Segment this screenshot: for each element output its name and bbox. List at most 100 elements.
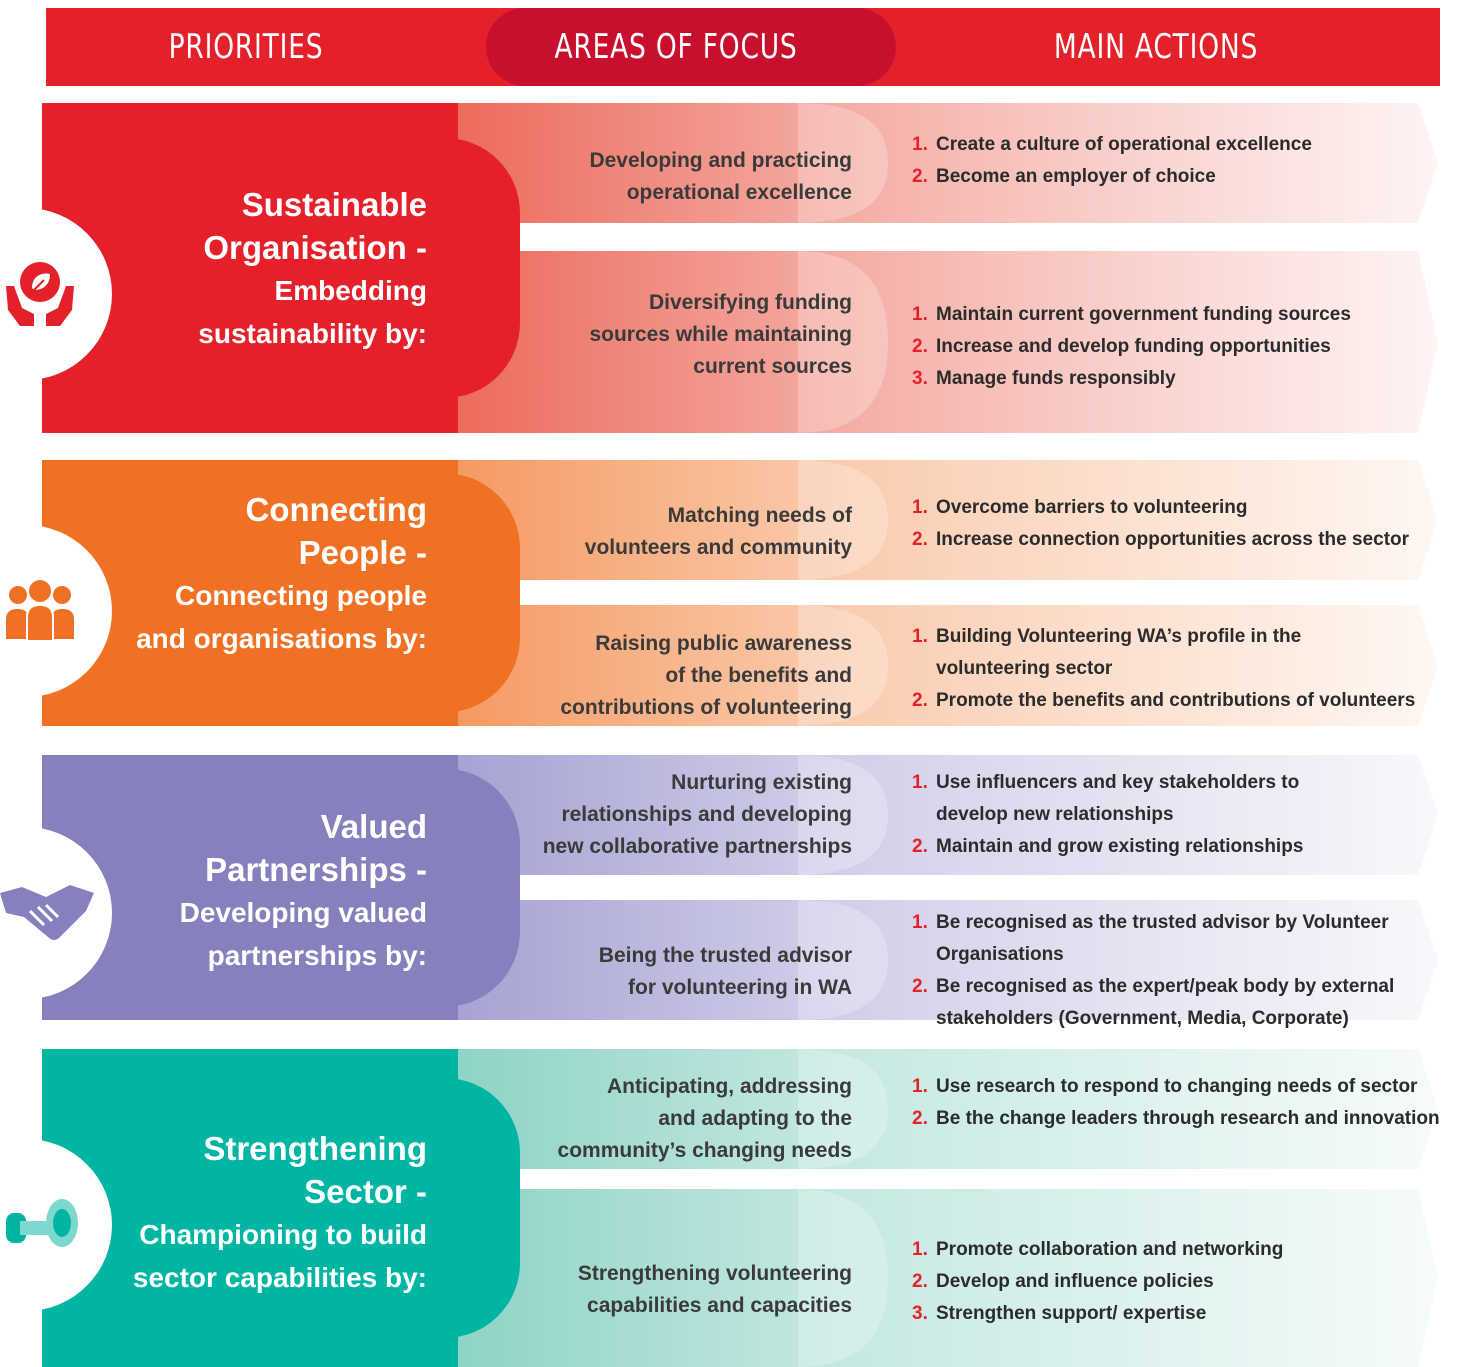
action-item: 1.Overcome barriers to volunteering — [912, 492, 1409, 524]
action-item: 1. Promote collaboration and networking — [912, 1234, 1283, 1266]
priority-heading-line: Connecting — [245, 491, 427, 528]
action-number: 3. — [912, 1303, 928, 1324]
header-areas-of-focus: AREAS OF FOCUS — [554, 27, 798, 67]
action-text: Organisations — [936, 944, 1064, 965]
focus-area-line: contributions of volunteering — [560, 696, 852, 719]
focus-area-line: new collaborative partnerships — [542, 835, 852, 858]
focus-area-line: community’s changing needs — [557, 1139, 852, 1162]
action-number: 2. — [912, 976, 928, 997]
focus-area-line: and adapting to the — [658, 1107, 852, 1130]
action-item: 1. Create a culture of operational excell… — [912, 129, 1312, 161]
action-item: 2.Promote the benefits and contributions… — [912, 685, 1415, 717]
focus-area-line: Nurturing existing — [671, 771, 852, 794]
focus-area-line: Raising public awareness — [595, 632, 852, 655]
focus-area-line: Being the trusted advisor — [598, 944, 852, 967]
action-text: volunteering sector — [936, 658, 1113, 679]
focus-area-line: of the benefits and — [665, 664, 852, 687]
action-text: Manage funds responsibly — [936, 368, 1176, 389]
focus-area-line: Strengthening volunteering — [577, 1262, 852, 1285]
band-arrow — [458, 251, 1438, 433]
action-number: 2. — [912, 1271, 928, 1292]
action-item: 2.Increase and develop funding opportuni… — [912, 331, 1351, 363]
action-item: 2. Develop and influence policies — [912, 1266, 1283, 1298]
action-item: 1. Maintain current government funding so… — [912, 299, 1351, 331]
action-text: Become an employer of choice — [936, 166, 1216, 187]
focus-area-text: Diversifying funding sources while mainta… — [460, 287, 852, 383]
header-bar: PRIORITIES AREAS OF FOCUS MAIN ACTIONS — [46, 8, 1440, 86]
action-item: 2.Be the change leaders through research… — [912, 1103, 1440, 1135]
priority-block — [42, 755, 458, 1020]
action-text: Be recognised as the expert/peak body by… — [936, 976, 1395, 997]
focus-area-line: for volunteering in WA — [628, 976, 852, 999]
action-text: Increase connection opportunities across… — [936, 529, 1410, 550]
priority-subheading-line: Developing valued — [179, 897, 427, 928]
focus-area-text: Being the trusted advisor for volunteerin… — [460, 940, 852, 1004]
focus-band — [458, 103, 1458, 223]
action-text: Use research to respond to changing need… — [936, 1076, 1418, 1097]
action-text: Promote collaboration and networking — [936, 1239, 1284, 1260]
priority-bump — [420, 473, 520, 713]
focus-area-line: volunteers and community — [584, 536, 852, 559]
header-priorities: PRIORITIES — [168, 27, 324, 67]
action-list: 1.Building Volunteering WA’s profile in … — [912, 621, 1415, 717]
band-arrow — [458, 103, 1438, 223]
action-text: Create a culture of operational excellen… — [936, 134, 1312, 155]
focus-band — [458, 605, 1458, 726]
action-item: stakeholders (Government, Media, Corpora… — [912, 1003, 1394, 1035]
action-number: 1. — [912, 912, 928, 933]
band-arrow — [458, 1189, 1438, 1367]
action-text: Promote the benefits and contributions o… — [936, 690, 1416, 711]
priority-subheading-line: and organisations by: — [136, 623, 427, 654]
priority-subheading-line: sector capabilities by: — [132, 1262, 427, 1293]
focus-band — [458, 1189, 1458, 1367]
action-number: 2. — [912, 836, 928, 857]
focus-band — [458, 1049, 1458, 1169]
handshake-icon — [0, 827, 112, 999]
focus-area-line: relationships and developing — [561, 803, 852, 826]
action-item: 1.Use research to respond to changing ne… — [912, 1071, 1440, 1103]
focus-area-line: Diversifying funding — [648, 291, 852, 314]
action-text: Use influencers and key stakeholders to — [936, 772, 1300, 793]
action-item: develop new relationships — [912, 799, 1303, 831]
action-number: 1. — [912, 626, 928, 647]
action-list: 1.Use research to respond to changing ne… — [912, 1071, 1440, 1135]
action-number: 1. — [912, 134, 928, 155]
action-item: 1. Use influencers and key stakeholders t… — [912, 767, 1303, 799]
action-text: Be recognised as the trusted advisor by … — [936, 912, 1389, 933]
action-item: 3.Manage funds responsibly — [912, 363, 1351, 395]
focus-area-line: sources while maintaining — [589, 323, 852, 346]
action-number: 1. — [912, 1239, 928, 1260]
action-number: 2. — [912, 1108, 928, 1129]
action-number: 2. — [912, 529, 928, 550]
priority-subheading-line: sustainability by: — [198, 318, 427, 349]
action-text: Maintain current government funding sour… — [936, 304, 1351, 325]
action-list: 1. Maintain current government funding so… — [912, 299, 1351, 395]
action-text: Strengthen support/ expertise — [936, 1303, 1207, 1324]
priority-block — [42, 1049, 458, 1367]
band-arrow — [458, 605, 1438, 726]
action-number: 2. — [912, 166, 928, 187]
action-text: Develop and influence policies — [936, 1271, 1214, 1292]
action-number: 1. — [912, 772, 928, 793]
action-item: Organisations — [912, 939, 1394, 971]
action-number: 1. — [912, 304, 928, 325]
focus-area-line: Developing and practicing — [589, 149, 852, 172]
priority-subheading-line: Championing to build — [139, 1219, 427, 1250]
action-list: 1. Use influencers and key stakeholders t… — [912, 767, 1303, 863]
action-item: volunteering sector — [912, 653, 1415, 685]
priority-block — [42, 460, 458, 726]
action-item: 2. Be recognised as the expert/peak body … — [912, 971, 1394, 1003]
priority-heading-line: Partnerships - — [205, 851, 427, 888]
focus-area-line: current sources — [693, 355, 852, 378]
header-middle-pill — [486, 8, 896, 86]
priority-bump — [420, 1078, 520, 1338]
action-number: 1. — [912, 497, 928, 518]
priority-bump — [420, 768, 520, 1007]
